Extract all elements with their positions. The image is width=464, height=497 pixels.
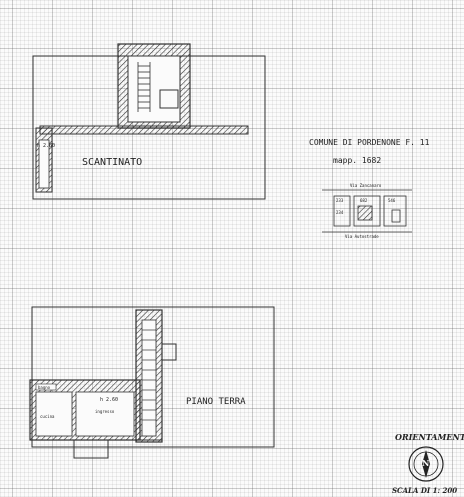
- parcel-682: [353, 195, 381, 227]
- ground-shaft: [161, 343, 177, 361]
- cadastre-mapp: mapp. 1682: [333, 156, 382, 165]
- north-letter: N: [422, 458, 430, 468]
- ground-outline: [31, 306, 275, 448]
- balcony: [73, 439, 109, 459]
- parcel-label-546: 546: [388, 198, 396, 203]
- street-bottom-label: Via Autostrade: [345, 234, 379, 239]
- basement-height: h 2.60: [37, 143, 56, 149]
- parcel-546: [383, 195, 407, 227]
- room-right: [75, 391, 135, 437]
- ground-stairs: [142, 329, 156, 421]
- basement-cellar: [38, 139, 50, 189]
- ground-height: h 2.60: [100, 397, 119, 403]
- cadastre-title: COMUNE DI PORDENONE F. 11: [309, 138, 430, 147]
- room-label-ingresso: ingresso: [95, 409, 115, 414]
- parcel-label-233: 233: [336, 198, 344, 203]
- parcel-label-682: 682: [360, 198, 368, 203]
- room-left: [35, 391, 73, 437]
- basement-label: SCANTINATO: [82, 157, 143, 168]
- ground-floor-plan: [29, 306, 275, 459]
- cadastral-map: [322, 189, 412, 233]
- basement-stair-room: [127, 55, 181, 123]
- room-bath: [35, 383, 57, 391]
- ground-stair-room: [141, 319, 157, 437]
- basement-wall: [39, 125, 249, 135]
- parcel-682-building: [357, 205, 373, 221]
- parcel-label-234: 234: [336, 210, 344, 215]
- basement-stairs: [137, 62, 151, 112]
- room-label-cucina: cucina: [40, 414, 55, 419]
- room-label-bagno: bagno: [38, 385, 51, 390]
- basement-plan: [32, 43, 266, 200]
- parcel-546-building: [391, 209, 401, 223]
- orientation-label: ORIENTAMENTO: [395, 432, 464, 442]
- ground-floor-label: PIANO TERRA: [186, 397, 246, 407]
- scale-label: SCALA DI 1: 200: [392, 486, 458, 495]
- north-arrow: [408, 446, 444, 482]
- street-top-label: Via Zancanaro: [350, 183, 382, 188]
- basement-shaft: [159, 89, 179, 109]
- parcel-233: [333, 195, 351, 227]
